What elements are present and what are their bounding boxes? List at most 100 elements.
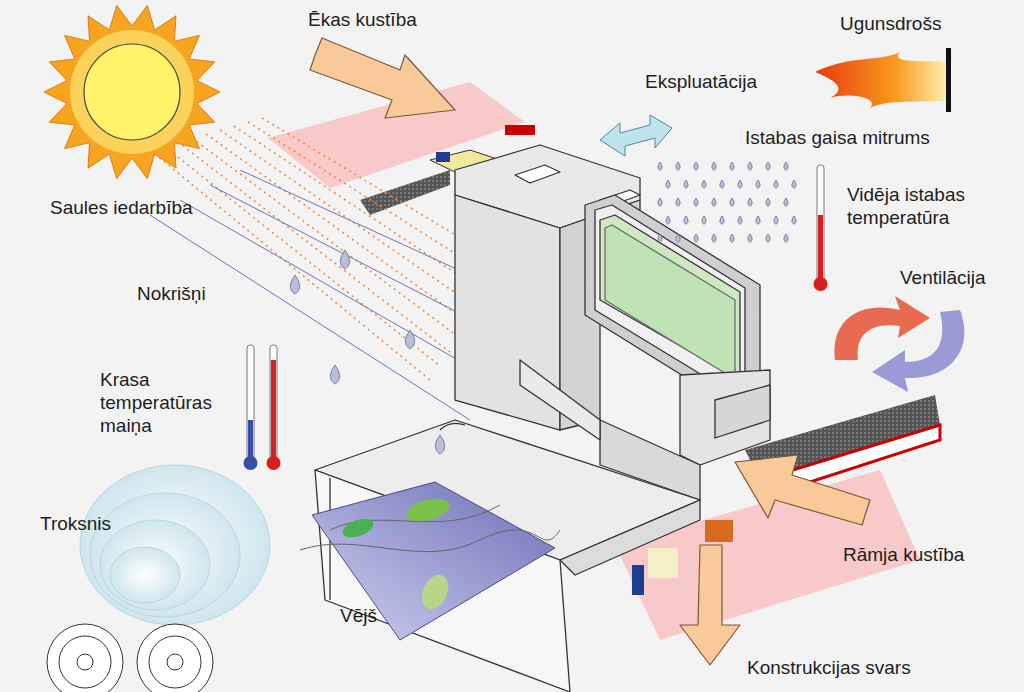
thermometers-part xyxy=(814,277,828,291)
influence-label: Saules iedarbība xyxy=(50,196,250,219)
move-arrows-part xyxy=(310,38,455,118)
wind-arrow-part xyxy=(404,495,452,526)
wall-bands-part xyxy=(436,152,450,162)
drops-part xyxy=(766,234,770,242)
noise-symbol-part xyxy=(90,493,240,617)
drops-part xyxy=(756,216,760,224)
drops-part xyxy=(676,198,680,206)
drops-part xyxy=(730,198,734,206)
drops-part xyxy=(748,234,752,242)
drops-part xyxy=(784,162,788,170)
thermometers-part xyxy=(247,345,254,460)
thermometers xyxy=(244,165,828,470)
drops-part xyxy=(435,435,445,454)
drops-part xyxy=(784,234,788,242)
tyre-symbols-part xyxy=(59,636,111,688)
move-arrows-part xyxy=(680,545,740,665)
drops-part xyxy=(658,234,662,242)
wall-bands-part xyxy=(505,125,535,135)
influence-label: Ekspluatācija xyxy=(645,70,805,93)
tyre-symbols-part xyxy=(47,624,123,692)
noise-symbol-part xyxy=(110,547,180,603)
wall-bands-part xyxy=(705,520,733,542)
sun-rays-part xyxy=(234,126,490,296)
drops-part xyxy=(666,216,670,224)
drops-part xyxy=(748,198,752,206)
drops-part xyxy=(784,198,788,206)
ventilation-symbol-part xyxy=(872,310,964,392)
influence-label: Istabas gaisa mitrums xyxy=(745,126,1015,149)
tyre-symbols-part xyxy=(167,654,183,670)
drops-part xyxy=(330,365,340,384)
drops-part xyxy=(290,275,300,294)
sun-rays-part xyxy=(164,146,440,366)
drops-part xyxy=(405,330,415,349)
drops-part xyxy=(676,234,680,242)
drops-part xyxy=(694,162,698,170)
window-frame-part xyxy=(595,205,745,392)
drops-part xyxy=(766,198,770,206)
move-arrows-part xyxy=(735,455,870,525)
influence-label: Rāmja kustība xyxy=(843,543,1018,566)
influence-label: Ēkas kustība xyxy=(308,8,478,31)
tyre-symbols-part xyxy=(137,624,213,692)
influence-label: Krasa temperatūras maiņa xyxy=(100,368,230,437)
drops-part xyxy=(702,216,706,224)
usage-arrow xyxy=(600,115,672,156)
fire-symbol xyxy=(815,48,951,112)
drops-part xyxy=(792,216,796,224)
drops-part xyxy=(756,180,760,188)
window-frame-part xyxy=(600,215,740,380)
ventilation-symbol-part xyxy=(834,296,930,360)
tyre-symbols-part xyxy=(149,636,201,688)
drops-part xyxy=(774,180,778,188)
sun-symbol-part xyxy=(44,5,220,178)
drops-part xyxy=(730,234,734,242)
sun-rays-part xyxy=(150,215,470,420)
wall-bands xyxy=(268,82,940,640)
drops-part xyxy=(694,234,698,242)
drops-part xyxy=(738,216,742,224)
drops-part xyxy=(658,162,662,170)
drops xyxy=(290,162,796,454)
thermometers-part xyxy=(817,165,824,283)
influence-label: Vējš xyxy=(340,604,420,627)
wall-bands-part xyxy=(360,170,450,215)
drops-part xyxy=(340,250,350,269)
influence-label: Konstrukcijas svars xyxy=(747,656,997,679)
sun-symbol xyxy=(44,5,220,178)
drops-part xyxy=(748,162,752,170)
drops-part xyxy=(738,180,742,188)
wall-bands-part xyxy=(648,548,678,578)
thermometers-part xyxy=(248,420,253,460)
noise-symbol-part xyxy=(80,465,270,625)
usage-arrow-part xyxy=(600,115,672,156)
drops-part xyxy=(730,162,734,170)
drops-part xyxy=(712,234,716,242)
influence-label: Troksnis xyxy=(40,512,160,535)
window-sill-part xyxy=(440,423,465,430)
influence-label: Vidēja istabas temperatūra xyxy=(847,183,997,229)
drops-part xyxy=(676,162,680,170)
wind-arrow-part xyxy=(417,571,454,614)
fire-symbol-part xyxy=(815,52,948,108)
sun-rays-part xyxy=(192,138,460,338)
thermometers-part xyxy=(267,456,281,470)
drops-part xyxy=(712,162,716,170)
noise-symbol xyxy=(80,465,270,625)
influence-label: Nokrišņi xyxy=(137,282,257,305)
drops-part xyxy=(720,180,724,188)
sun-rays-part xyxy=(206,134,470,324)
wind-arrow-part xyxy=(312,482,555,640)
influence-label: Ventilācija xyxy=(900,266,1020,289)
drops-part xyxy=(766,162,770,170)
drops-part xyxy=(792,180,796,188)
window-frame-part xyxy=(715,385,770,438)
window-sill-part xyxy=(560,500,700,575)
drops-part xyxy=(712,198,716,206)
wind-arrow xyxy=(300,482,560,640)
window-frame-part xyxy=(605,225,735,375)
window-frame-part xyxy=(515,165,560,183)
